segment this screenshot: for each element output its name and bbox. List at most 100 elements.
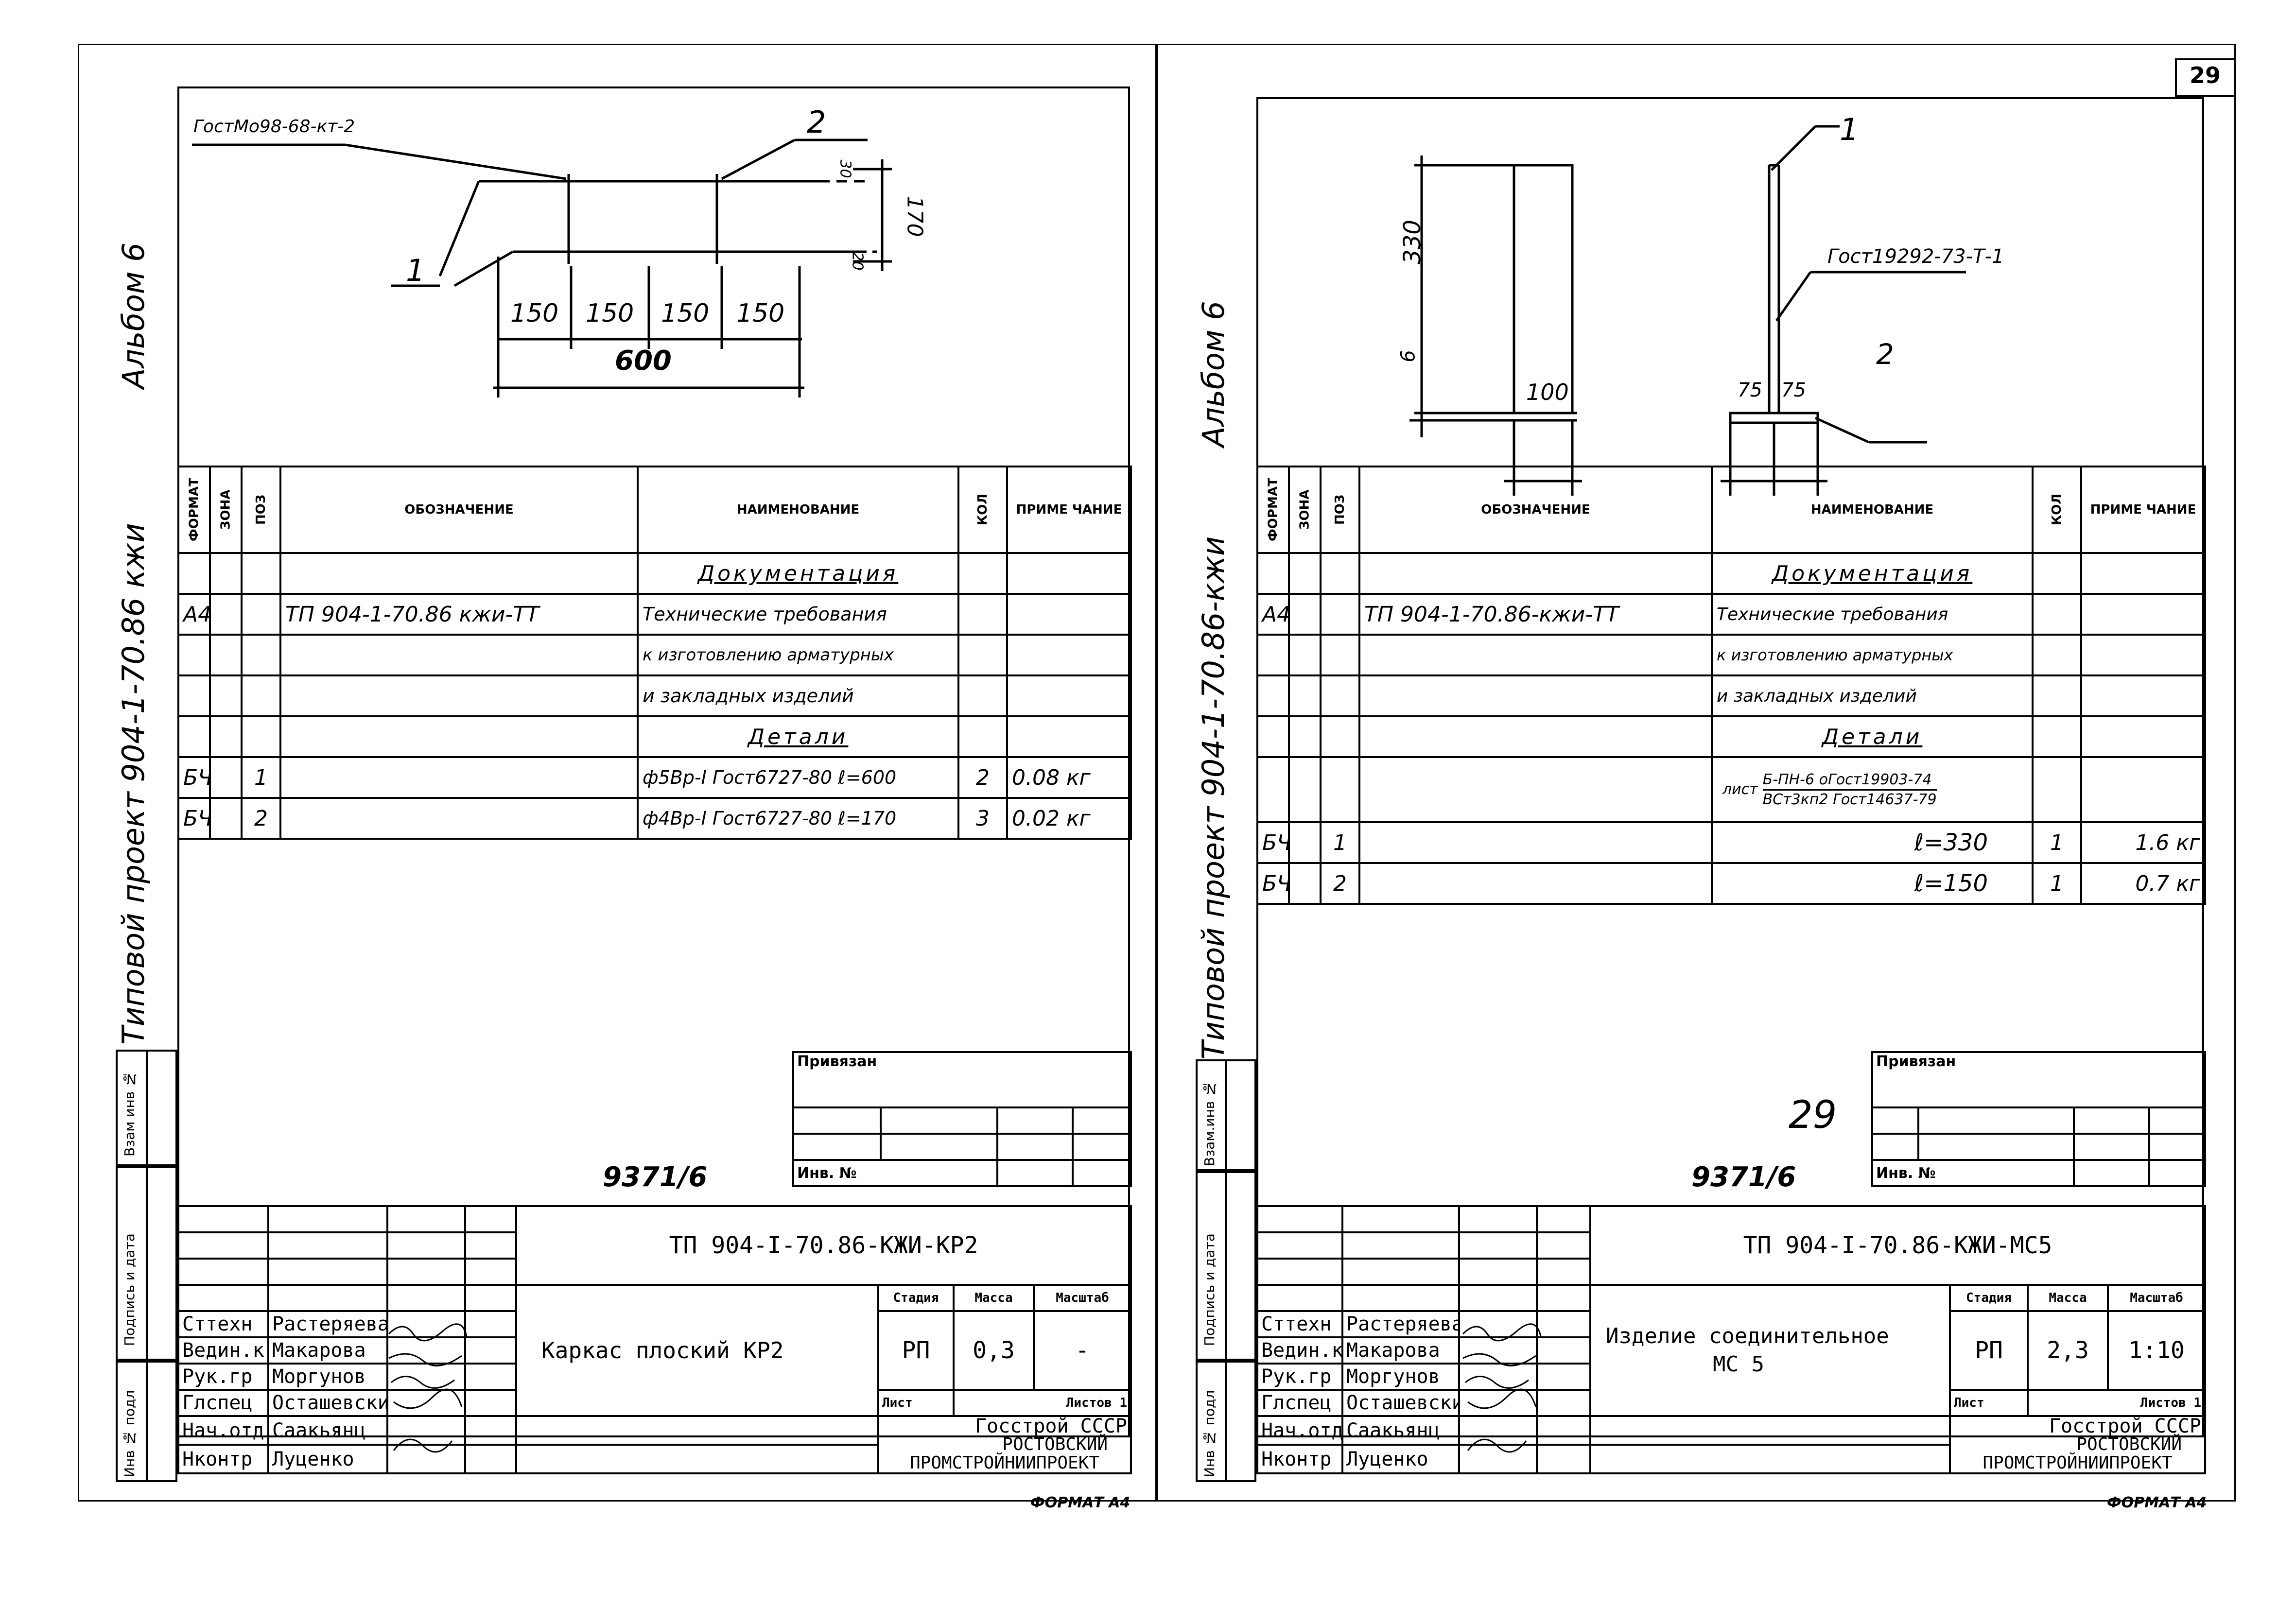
left-det-name-1: ф5Вр-I Гост6727-80 ℓ=600	[637, 756, 959, 799]
page-number: 29	[2190, 62, 2221, 88]
left-det-note-2: 0.02 кг	[1006, 797, 1132, 840]
right-det-pos-2: 2	[1320, 862, 1360, 905]
right-dim-330: 330	[1398, 220, 1426, 264]
left-row-name-1: Технические требования	[637, 593, 959, 636]
right-org-1: Госстрой СССР	[2049, 1416, 2202, 1437]
right-title-block: ТП 904-I-70.86-КЖИ-МС5 Изделие соедините…	[1256, 1205, 2207, 1474]
right-stage-label: Стадия	[1949, 1284, 2029, 1312]
left-role-4: Глспец	[177, 1389, 269, 1417]
right-person-2: Макарова	[1341, 1336, 1460, 1365]
right-hdr-qty: КОЛ	[2033, 467, 2081, 553]
left-format-label: ФОРМАТ А4	[1030, 1494, 1131, 1511]
right-side-box-3b	[1225, 1059, 1256, 1482]
left-stage: РП	[877, 1310, 955, 1391]
right-sheet-prefix: лист	[1722, 781, 1758, 798]
left-album: Альбом 6	[116, 242, 151, 389]
right-format-label: ФОРМАТ А4	[2107, 1494, 2207, 1511]
right-person-3: Моргунов	[1341, 1363, 1460, 1391]
left-person-3: Моргунов	[267, 1363, 388, 1391]
right-privyazan-block: Привязан Инв. №	[1871, 1051, 2207, 1187]
left-org-1: Госстрой СССР	[974, 1416, 1128, 1437]
left-row-name-2: к изготовлению арматурных	[637, 634, 959, 676]
left-privyazan-block: Привязан Инв. №	[792, 1051, 1132, 1187]
right-row-name-2: к изготовлению арматурных	[1711, 634, 2034, 676]
left-side-title: Типовой проект 904-1-70.86 кжи	[116, 523, 151, 1045]
right-role-3: Рук.гр	[1256, 1363, 1343, 1391]
left-hdr-name: НАИМЕНОВАНИЕ	[637, 466, 959, 554]
left-person-2: Макарова	[267, 1336, 388, 1365]
left-role-6: Нконтр	[177, 1444, 269, 1474]
left-privyazan: Привязан	[792, 1051, 1132, 1108]
left-det-pos-2: 2	[241, 797, 281, 840]
right-spec-table: ФОРМАТ ЗОНА ПОЗ ОБОЗНАЧЕНИЕ НАИМЕНОВАНИЕ…	[1256, 466, 2206, 905]
right-person-5: Саакьянц	[1341, 1415, 1460, 1446]
right-section-doc: Документация	[1711, 552, 2034, 595]
left-hdr-pos: ПОЗ	[242, 467, 280, 553]
right-stamp-number: 9371/6	[1691, 1161, 1796, 1193]
right-det-fmt-1: БЧ	[1256, 821, 1290, 864]
right-sheets-label: Листов 1	[2026, 1389, 2207, 1417]
left-det-note-1: 0.08 кг	[1006, 756, 1132, 799]
left-section-det: Детали	[637, 715, 959, 758]
left-det-qty-1: 2	[957, 756, 1008, 799]
right-det-qty-1: 1	[2032, 821, 2082, 864]
right-det-note-1: 1.6 кг	[2080, 821, 2206, 864]
right-item-name-1: Изделие соединительное	[1606, 1324, 1889, 1348]
left-title-block: ТП 904-I-70.86-КЖИ-КР2 Каркас плоский КР…	[177, 1205, 1132, 1474]
left-role-1: Сттехн	[177, 1310, 269, 1338]
left-det-fmt-2: БЧ	[177, 797, 211, 840]
right-role-6: Нконтр	[1256, 1444, 1343, 1474]
right-dim-6: 6	[1397, 350, 1420, 363]
right-dim-75a: 75	[1738, 379, 1762, 401]
left-person-5: Саакьянц	[267, 1415, 388, 1446]
left-side-label-vzam: Взам инв №	[122, 1071, 138, 1157]
right-hdr-zone: ЗОНА	[1289, 467, 1321, 553]
left-row-name-3: и закладных изделий	[637, 674, 959, 717]
right-row-fmt: А4	[1256, 593, 1290, 636]
right-side-title: Типовой проект 904-1-70.86-кжи	[1196, 536, 1231, 1059]
left-stamp-number: 9371/6	[603, 1161, 708, 1193]
right-callout-gost: Гост19292-73-Т-1	[1827, 245, 2004, 268]
left-doc-code: ТП 904-I-70.86-КЖИ-КР2	[515, 1205, 1132, 1286]
right-hdr-code: ОБОЗНАЧЕНИЕ	[1358, 466, 1713, 554]
right-privyazan: Привязан	[1871, 1051, 2207, 1108]
right-mass: 2,3	[2027, 1310, 2109, 1391]
left-person-6: Луценко	[267, 1444, 388, 1474]
left-dim-150-c: 150	[661, 299, 710, 328]
right-side-label-inv: Инв № подл	[1201, 1390, 1218, 1477]
right-sheet-bot: ВСт3кп2 Гост14637-79	[1762, 791, 1937, 808]
left-hdr-qty: КОЛ	[958, 467, 1007, 553]
right-side-label-sign: Подпись и дата	[1201, 1233, 1218, 1346]
right-role-2: Ведин.к	[1256, 1336, 1343, 1365]
left-person-1: Растеряева	[267, 1310, 388, 1338]
right-handnote: 29	[1789, 1093, 1837, 1137]
left-inv-no: Инв. №	[792, 1159, 998, 1187]
right-scale: 1:10	[2106, 1310, 2207, 1391]
right-org-2: РОСТОВСКИЙ	[2076, 1434, 2182, 1454]
right-row-name-3: и закладных изделий	[1711, 674, 2034, 717]
right-stage: РП	[1949, 1310, 2029, 1391]
left-mass-label: Масса	[953, 1284, 1035, 1312]
right-inv-no: Инв. №	[1871, 1159, 2075, 1187]
right-hdr-name: НАИМЕНОВАНИЕ	[1711, 466, 2034, 554]
right-side-label-vzam: Взам.инв №	[1201, 1080, 1218, 1166]
right-hdr-note: ПРИМЕ ЧАНИЕ	[2080, 466, 2206, 554]
left-sheet-label: Лист	[877, 1389, 955, 1417]
left-hdr-code: ОБОЗНАЧЕНИЕ	[279, 466, 639, 554]
left-hdr-note: ПРИМЕ ЧАНИЕ	[1006, 466, 1132, 554]
left-dim-150-d: 150	[736, 299, 785, 328]
right-row-name-1: Технические требования	[1711, 593, 2034, 636]
right-role-5: Нач.отд	[1256, 1415, 1343, 1446]
left-side-label-sign: Подпись и дата	[122, 1233, 138, 1346]
right-det-pos-1: 1	[1320, 821, 1360, 864]
right-dim-100: 100	[1526, 379, 1569, 405]
left-dim-150-a: 150	[510, 299, 559, 328]
right-org-3: ПРОМСТРОЙНИИПРОЕКТ	[1983, 1453, 2173, 1473]
right-dim-75b: 75	[1781, 379, 1806, 401]
left-role-2: Ведин.к	[177, 1336, 269, 1365]
left-dim-170: 170	[902, 196, 927, 237]
page-number-box	[2175, 58, 2236, 97]
right-mass-label: Масса	[2027, 1284, 2109, 1312]
left-side-label-inv: Инв № подл	[122, 1390, 138, 1477]
left-org-3: ПРОМСТРОЙНИИПРОЕКТ	[909, 1453, 1100, 1473]
